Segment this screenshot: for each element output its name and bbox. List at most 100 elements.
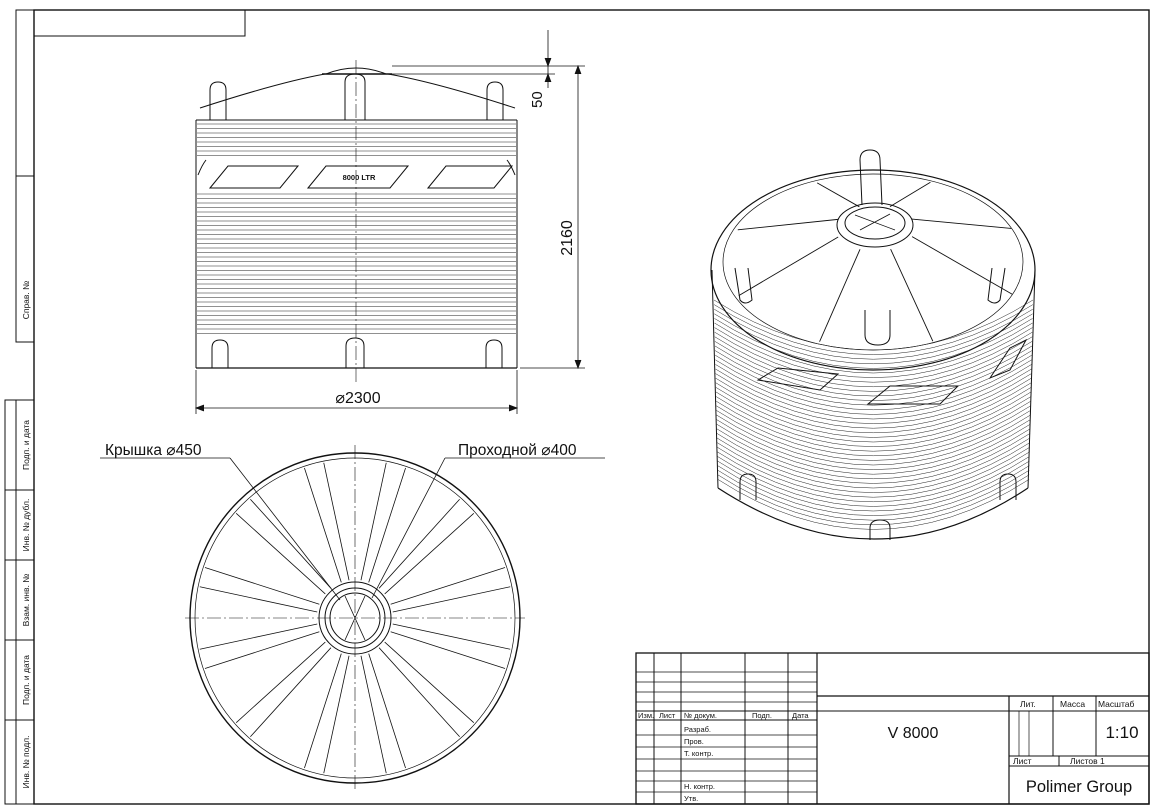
isometric-spoke	[819, 249, 861, 342]
company-name: Polimer Group	[1026, 778, 1132, 796]
lit-label: Лит.	[1020, 699, 1036, 709]
isometric-rib	[715, 373, 1032, 424]
isometric-rib	[715, 354, 1032, 406]
col-izm: Изм.	[638, 711, 654, 720]
designation: V 8000	[888, 725, 939, 742]
isometric-rib	[717, 460, 1030, 512]
label-vzam-inv: Взам. инв. №	[21, 574, 31, 627]
isometric-rib	[715, 368, 1032, 420]
side-labels: Справ. № Подп. и дата Инв. № дубл. Взам.…	[21, 281, 31, 789]
dimension-height: 2160	[559, 220, 576, 256]
isometric-rib	[716, 414, 1031, 466]
isometric-rib	[716, 437, 1031, 489]
label-sprav: Справ. №	[21, 281, 31, 320]
isometric-spoke	[738, 236, 839, 296]
isometric-rib	[715, 387, 1032, 438]
isometric-rib	[717, 446, 1030, 498]
dimension-diameter: ⌀2300	[335, 390, 380, 407]
isometric-rib	[713, 304, 1034, 355]
isometric-rib	[714, 313, 1033, 364]
row-tkontr: Т. контр.	[684, 749, 713, 758]
top-view-spoke	[204, 631, 320, 669]
isometric-rib	[715, 382, 1032, 433]
front-view-ribs	[197, 123, 516, 334]
isometric-rib	[717, 469, 1030, 521]
top-view-spoke	[378, 498, 460, 589]
top-view-spoke	[199, 623, 318, 650]
row-nkontr: Н. контр.	[684, 782, 715, 791]
sheets-label: Листов 1	[1070, 756, 1105, 766]
top-view-spoke	[360, 462, 387, 581]
top-view-spoke	[304, 467, 342, 583]
top-view-spoke	[368, 467, 406, 583]
isometric-rib	[715, 364, 1032, 415]
isometric-rib	[716, 433, 1031, 484]
isometric-rib	[714, 318, 1033, 369]
top-view-spoke	[199, 586, 318, 613]
top-view-ribs	[199, 462, 511, 774]
top-view-spoke	[204, 567, 320, 605]
isometric-rib	[717, 451, 1030, 502]
isometric-spoke	[911, 218, 1012, 229]
top-view-spoke	[235, 641, 326, 723]
row-utv: Утв.	[684, 794, 698, 803]
isometric-rib	[715, 391, 1032, 443]
top-view-spoke	[392, 586, 511, 613]
label-podp-data-1: Подп. и дата	[21, 420, 31, 470]
top-view-spoke	[384, 513, 475, 595]
label-inv-dubl: Инв. № дубл.	[21, 499, 31, 552]
isometric-rib	[714, 331, 1033, 383]
isometric-spoke	[890, 248, 934, 342]
isometric-rib	[716, 428, 1031, 479]
isometric-rib	[716, 423, 1031, 475]
isometric-rib	[715, 359, 1032, 410]
top-view-spoke	[360, 655, 387, 774]
isometric-rib	[713, 299, 1034, 351]
isometric-rib	[714, 341, 1033, 392]
front-view-dimensions	[194, 30, 585, 414]
isometric-rib	[715, 396, 1032, 447]
isometric-ribs	[713, 299, 1034, 530]
isometric-rib	[714, 308, 1033, 360]
isometric-view	[710, 149, 1036, 540]
isometric-spoke	[816, 182, 860, 208]
sheet-label: Лист	[1013, 756, 1032, 766]
isometric-rib	[717, 456, 1030, 507]
isometric-spoke	[889, 181, 931, 208]
isometric-spokes	[737, 181, 1013, 342]
scale-label: Масштаб	[1098, 699, 1134, 709]
top-view-spoke	[378, 647, 460, 738]
manhole-label: Проходной ⌀400	[458, 442, 577, 459]
isometric-spoke	[911, 236, 1013, 295]
top-view-spoke	[368, 653, 406, 769]
top-view-spoke	[390, 567, 506, 605]
isometric-rib	[716, 410, 1031, 461]
top-view-spoke	[250, 498, 332, 589]
isometric-rib	[715, 377, 1032, 429]
title-block-text: Изм. Лист № докум. Подп. Дата Разраб. Пр…	[638, 699, 1134, 803]
isometric-rib	[717, 474, 1030, 525]
sheet-frame	[4, 9, 1150, 805]
top-view-spoke	[323, 462, 350, 581]
scale-value: 1:10	[1105, 723, 1138, 742]
isometric-rib	[714, 350, 1033, 401]
isometric-rib	[714, 327, 1033, 378]
tank-capacity-label: 8000 LTR	[343, 173, 376, 182]
isometric-rib	[714, 336, 1033, 387]
front-view	[195, 60, 518, 385]
label-inv-podl: Инв. № подл.	[21, 736, 31, 789]
lid-label: Крышка ⌀450	[105, 442, 202, 459]
isometric-rib	[716, 419, 1031, 470]
top-view-spoke	[323, 655, 350, 774]
top-view-spoke	[384, 641, 475, 723]
col-podp: Подп.	[752, 711, 772, 720]
title-block	[635, 652, 1150, 805]
top-view-spoke	[235, 513, 326, 595]
row-prov: Пров.	[684, 737, 704, 746]
isometric-rib	[716, 400, 1031, 452]
isometric-rib	[714, 345, 1033, 397]
top-view	[100, 445, 605, 790]
isometric-rib	[716, 442, 1031, 493]
top-view-spoke	[392, 623, 511, 650]
